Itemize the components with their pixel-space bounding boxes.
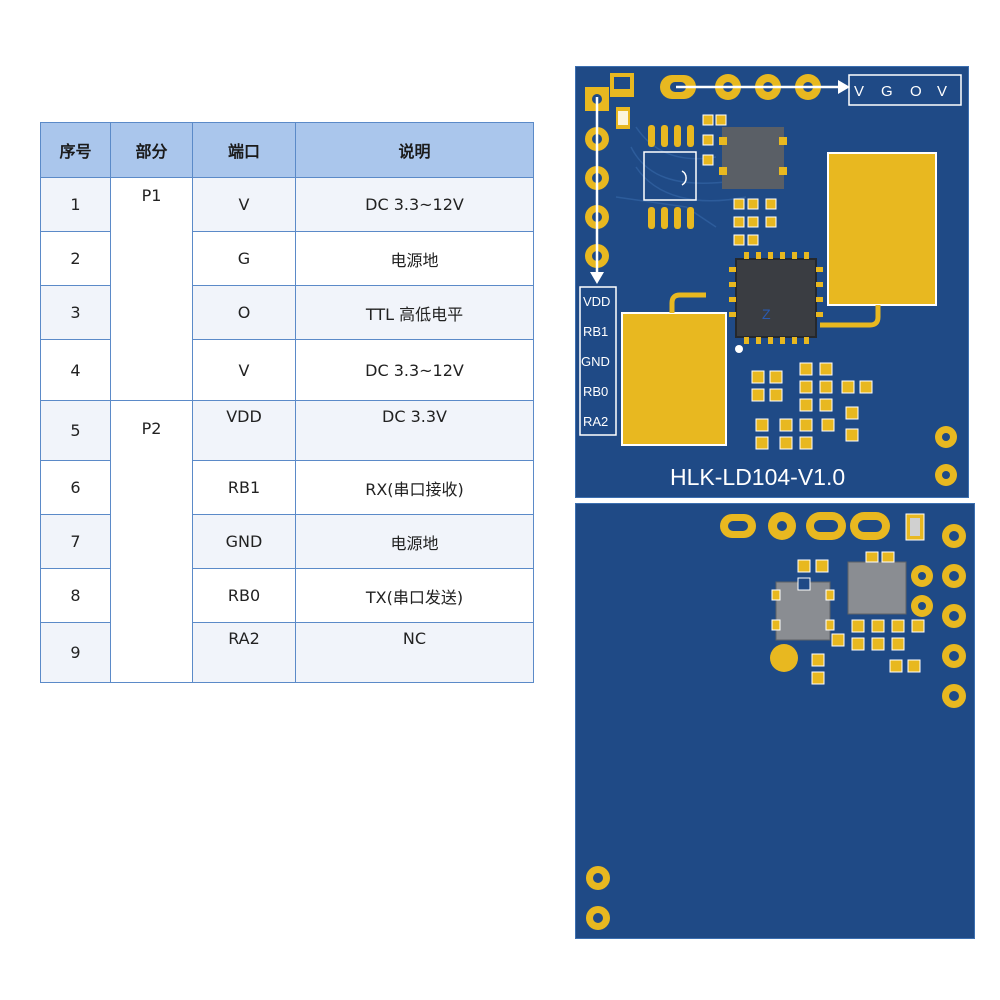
inductor-component bbox=[847, 561, 907, 615]
table-row: 9 RA2 NC bbox=[40, 622, 534, 683]
part-cell: P1 bbox=[110, 177, 193, 401]
row-no: 2 bbox=[40, 231, 111, 286]
desc-cell: 电源地 bbox=[295, 231, 534, 286]
col-header-desc: 说明 bbox=[295, 122, 534, 178]
side-pin-label: GND bbox=[581, 354, 610, 369]
table-row: 7 GND 电源地 bbox=[40, 514, 534, 569]
desc-cell: DC 3.3~12V bbox=[295, 339, 534, 401]
row-no: 9 bbox=[40, 622, 111, 683]
port-cell: RB1 bbox=[192, 460, 296, 515]
port-cell: V bbox=[192, 177, 296, 232]
row-no: 7 bbox=[40, 514, 111, 569]
header-pin-label: V bbox=[937, 83, 947, 100]
antenna-patch-rx bbox=[621, 312, 727, 446]
table-row: 6 RB1 RX(串口接收) bbox=[40, 460, 534, 515]
table-row: 2 G 电源地 bbox=[40, 231, 534, 286]
header-pads-bottom bbox=[720, 512, 925, 541]
side-pin-label: VDD bbox=[583, 294, 610, 309]
table-row: 5 P2 VDD DC 3.3V bbox=[40, 400, 534, 683]
desc-cell: RX(串口接收) bbox=[295, 460, 534, 515]
row-no: 4 bbox=[40, 339, 111, 401]
port-cell: RA2 bbox=[192, 622, 296, 683]
port-cell: RB0 bbox=[192, 568, 296, 623]
chip-marking: Z bbox=[762, 306, 771, 322]
desc-cell: 电源地 bbox=[295, 514, 534, 569]
desc-cell: TX(串口发送) bbox=[295, 568, 534, 623]
row-no: 8 bbox=[40, 568, 111, 623]
side-pin-label: RB1 bbox=[583, 324, 608, 339]
part-cell: P2 bbox=[110, 400, 193, 683]
col-header-no: 序号 bbox=[40, 122, 111, 178]
header-pin-label: V bbox=[854, 83, 864, 100]
pcb-top-drawing: V G O V VDD RB1 GND RB0 RA2 bbox=[579, 73, 962, 490]
inductor-component bbox=[775, 581, 831, 641]
port-cell: GND bbox=[192, 514, 296, 569]
row-no: 6 bbox=[40, 460, 111, 515]
table-row: 4 V DC 3.3~12V bbox=[40, 339, 534, 401]
table-header-row: 序号 部分 端口 说明 bbox=[40, 122, 534, 178]
side-pin-label: RB0 bbox=[583, 384, 608, 399]
board-model-label: HLK-LD104-V1.0 bbox=[670, 464, 845, 490]
table-row: 8 RB0 TX(串口发送) bbox=[40, 568, 534, 623]
table-row: 1 P1 V DC 3.3~12V bbox=[40, 177, 534, 401]
row-no: 3 bbox=[40, 285, 111, 340]
desc-cell: NC bbox=[295, 622, 534, 683]
desc-cell: TTL 高低电平 bbox=[295, 285, 534, 340]
port-cell: O bbox=[192, 285, 296, 340]
antenna-patch-tx bbox=[827, 152, 937, 306]
header-pin-label: G bbox=[881, 83, 893, 100]
radar-chip bbox=[735, 258, 817, 338]
pin-table: 序号 部分 端口 说明 1 P1 V DC 3.3~12V 2 G 电源地 3 … bbox=[40, 122, 534, 683]
desc-cell: DC 3.3~12V bbox=[295, 177, 534, 232]
header-pin-label: O bbox=[910, 83, 922, 100]
pcb-bottom-drawing bbox=[586, 512, 966, 930]
port-cell: VDD bbox=[192, 400, 296, 461]
side-pin-label: RA2 bbox=[583, 414, 608, 429]
pcb-bottom-view bbox=[575, 503, 975, 939]
col-header-port: 端口 bbox=[192, 122, 296, 178]
port-cell: G bbox=[192, 231, 296, 286]
row-no: 1 bbox=[40, 177, 111, 232]
inductor-component bbox=[722, 127, 784, 189]
desc-cell: DC 3.3V bbox=[295, 400, 534, 461]
pcb-top-view: V G O V VDD RB1 GND RB0 RA2 bbox=[575, 66, 969, 498]
port-cell: V bbox=[192, 339, 296, 401]
table-row: 3 O TTL 高低电平 bbox=[40, 285, 534, 340]
col-header-part: 部分 bbox=[110, 122, 193, 178]
row-no: 5 bbox=[40, 400, 111, 461]
